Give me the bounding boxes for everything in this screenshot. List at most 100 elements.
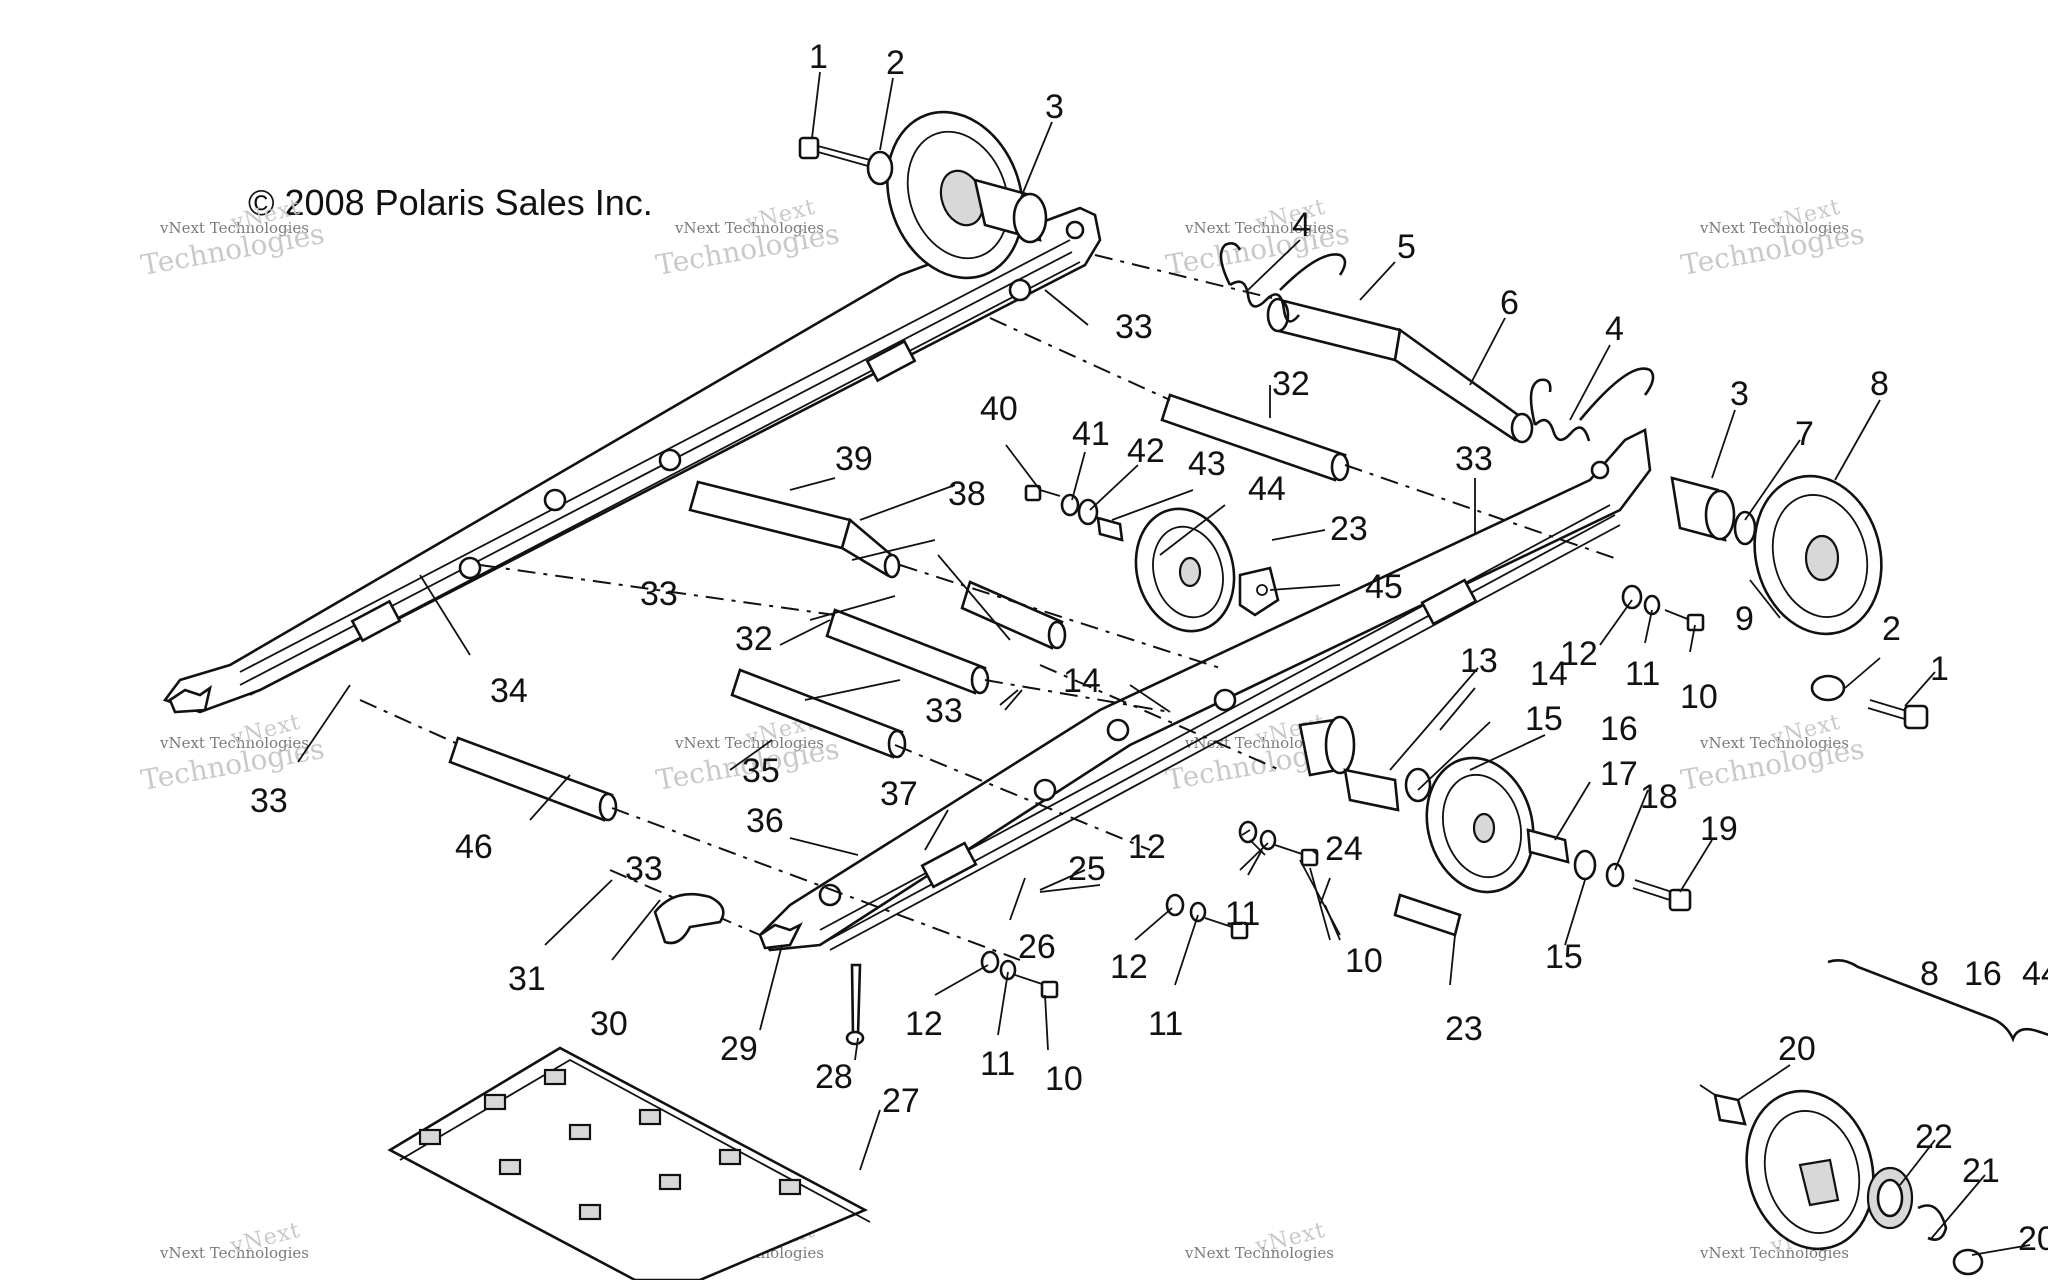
callout-12: 12 [1110, 948, 1148, 986]
bolt-19 [1632, 879, 1692, 912]
wheel-mid-44 [1134, 507, 1236, 633]
idler-13 [1298, 715, 1432, 812]
callout-44: 44 [1248, 470, 1286, 508]
assembly-line [1094, 254, 1281, 301]
callout-28: 28 [815, 1058, 853, 1096]
shaft-32-upper [1160, 393, 1350, 482]
callout-10: 10 [1680, 678, 1718, 716]
callout-20: 20 [1778, 1030, 1816, 1068]
kit-bracket [1827, 959, 2048, 1043]
callout-8: 8 [1870, 365, 1889, 403]
assembly-line [359, 699, 461, 746]
callout-26: 26 [1018, 928, 1056, 966]
assembly-line [1039, 664, 1281, 771]
callout-labels: 1 2 3 4 5 6 4 3 7 8 32 33 40 41 42 43 44… [250, 38, 2048, 1258]
bolt-1-right [1810, 674, 1929, 730]
bolt-1-top [798, 136, 894, 186]
wheel-right-8 [1733, 474, 1883, 636]
callout-11: 11 [1225, 895, 1260, 933]
callout-33: 33 [250, 782, 288, 820]
bolt-10-right [1621, 584, 1705, 632]
callout-6: 6 [1500, 284, 1519, 322]
callout-32: 32 [735, 620, 773, 658]
callout-22: 22 [1915, 1118, 1953, 1156]
callout-5: 5 [1397, 228, 1416, 266]
assembly-line [984, 679, 1171, 713]
callout-42: 42 [1127, 432, 1165, 470]
assembly-line [1344, 464, 1621, 561]
wheel-kit [1745, 1089, 1984, 1276]
callout-15: 15 [1525, 700, 1563, 738]
callout-4: 4 [1605, 310, 1624, 348]
shaft-38 [960, 580, 1067, 650]
right-rail [758, 428, 1652, 952]
callout-30: 30 [590, 1005, 628, 1043]
callout-2: 2 [886, 44, 905, 82]
callout-25: 25 [1068, 850, 1106, 888]
callout-43: 43 [1188, 445, 1226, 483]
callout-7: 7 [1795, 415, 1814, 453]
callout-1: 1 [1930, 650, 1949, 688]
callout-40: 40 [980, 390, 1018, 428]
bolt-28 [845, 963, 865, 1046]
bolt-10-lower [980, 950, 1059, 999]
callout-21: 21 [1962, 1152, 2000, 1190]
callout-18: 18 [1640, 778, 1678, 816]
callout-33: 33 [640, 575, 678, 613]
callout-3: 3 [1730, 375, 1749, 413]
callout-13: 13 [1460, 642, 1498, 680]
callout-31: 31 [508, 960, 546, 998]
assembly-line [479, 564, 836, 616]
spring-right [1529, 367, 1655, 442]
wheel-right-3 [1670, 476, 1736, 542]
callout-14: 14 [1063, 662, 1101, 700]
callout-46: 46 [455, 828, 493, 866]
assembly-line [899, 564, 1221, 669]
callout-10: 10 [1045, 1060, 1083, 1098]
callout-12: 12 [1560, 635, 1598, 673]
callout-9: 9 [1735, 600, 1754, 638]
callout-10: 10 [1345, 942, 1383, 980]
bolt-23 [1393, 893, 1462, 937]
callout-23: 23 [1445, 1010, 1483, 1048]
track-27 [387, 1046, 871, 1280]
wheel-top-left [886, 110, 1048, 280]
callout-20: 20 [2018, 1220, 2048, 1258]
wheel-16 [1425, 756, 1535, 894]
leader-lines [297, 71, 2031, 1256]
callout-1: 1 [809, 38, 828, 76]
bolt-10-mid [1165, 893, 1249, 940]
callout-33: 33 [925, 692, 963, 730]
callout-33: 33 [1115, 308, 1153, 346]
callout-38: 38 [948, 475, 986, 513]
callout-11: 11 [980, 1045, 1015, 1083]
callout-39: 39 [835, 440, 873, 478]
callout-12: 12 [1128, 828, 1166, 866]
callout-29: 29 [720, 1030, 758, 1068]
spring-left [1219, 242, 1347, 323]
spacer-17 [1526, 828, 1625, 888]
assembly-line [989, 317, 1171, 401]
slider-30 [653, 892, 725, 945]
callout-16: 16 [1600, 710, 1638, 748]
callout-41: 41 [1072, 415, 1110, 453]
bolt-40 [1024, 484, 1124, 542]
callout-24: 24 [1325, 830, 1363, 868]
callout-34: 34 [490, 672, 528, 710]
callout-11: 11 [1148, 1005, 1183, 1043]
assembly-line [894, 744, 1151, 851]
callout-8: 8 [1920, 955, 1939, 993]
callout-44: 44 [2022, 955, 2048, 993]
shaft-39 [688, 480, 901, 579]
shaft-35 [730, 668, 907, 759]
callout-14: 14 [1530, 655, 1568, 693]
callout-16: 16 [1964, 955, 2002, 993]
callout-23: 23 [1330, 510, 1368, 548]
callout-19: 19 [1700, 810, 1738, 848]
bolt-10-upper-mid [1238, 820, 1319, 867]
callout-35: 35 [742, 752, 780, 790]
callout-45: 45 [1365, 568, 1403, 606]
shaft-32-lower [825, 608, 990, 695]
callout-37: 37 [880, 775, 918, 813]
callout-2: 2 [1882, 610, 1901, 648]
